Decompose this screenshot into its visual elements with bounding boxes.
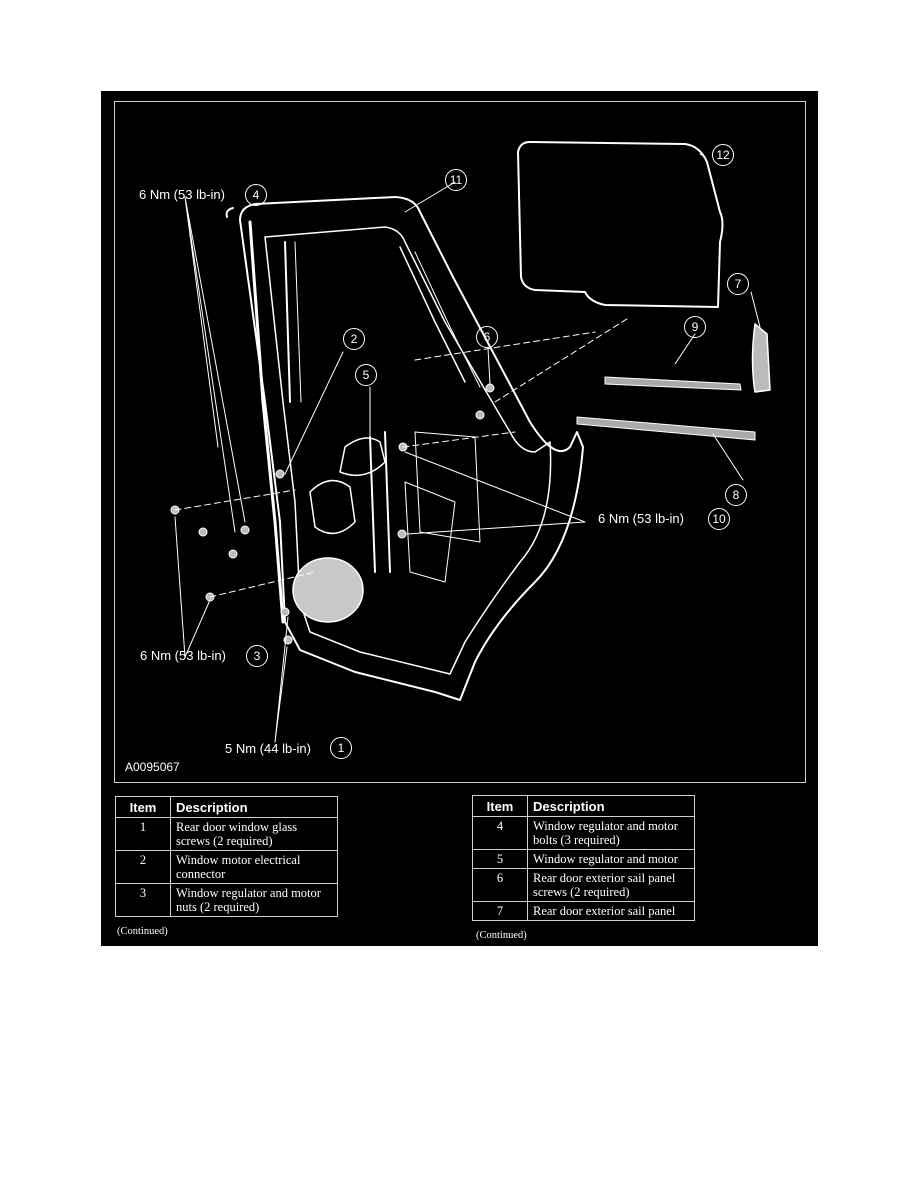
door-illustration [170,141,771,743]
fasteners [170,383,495,645]
row-description: Window regulator and motor nuts (2 requi… [170,883,338,917]
header-description: Description [170,796,338,818]
window-glass [517,141,724,308]
part-bubble-9: 9 [684,316,706,338]
callout-torque-10: 6 Nm (53 lb-in) [598,511,684,526]
header-description: Description [527,795,695,817]
row-item: 2 [115,850,171,884]
row-description: Window regulator and motor [527,849,695,869]
header-item: Item [115,796,171,818]
callout-torque-3: 6 Nm (53 lb-in) [140,648,226,663]
door-inner-frame [264,226,552,675]
row-item: 1 [115,817,171,851]
table-row: 3 Window regulator and motor nuts (2 req… [115,883,338,917]
table-row: 7 Rear door exterior sail panel [472,901,695,921]
part-bubble-8: 8 [725,484,747,506]
window-channel [284,241,291,403]
lower-moulding [576,416,756,441]
row-item: 5 [472,849,528,869]
exploded-view-diagram: 6 Nm (53 lb-in) 4 6 Nm (53 lb-in) 10 6 N… [114,101,806,783]
table-row: 5 Window regulator and motor [472,849,695,869]
header-item: Item [472,795,528,817]
continued-note-left: (Continued) [117,926,168,937]
row-description: Rear door window glass screws (2 require… [170,817,338,851]
callout-number-1: 1 [330,737,352,759]
regulator-rail [369,431,391,573]
row-item: 3 [115,883,171,917]
leader-lines [174,153,761,743]
row-description: Window regulator and motor bolts (3 requ… [527,816,695,850]
legend-table-right: Item Description 4 Window regulator and … [472,795,695,921]
part-bubble-12: 12 [712,144,734,166]
table-row: 1 Rear door window glass screws (2 requi… [115,817,338,851]
table-row: 6 Rear door exterior sail panel screws (… [472,868,695,902]
callout-number-4: 4 [245,184,267,206]
callout-torque-4: 6 Nm (53 lb-in) [139,187,225,202]
table-row: 4 Window regulator and motor bolts (3 re… [472,816,695,850]
row-description: Rear door exterior sail panel screws (2 … [527,868,695,902]
table-row: 2 Window motor electrical connector [115,850,338,884]
part-bubble-6: 6 [476,326,498,348]
part-bubble-11: 11 [445,169,467,191]
figure-panel: 6 Nm (53 lb-in) 4 6 Nm (53 lb-in) 10 6 N… [101,91,818,946]
sail-panel [751,323,771,393]
row-item: 6 [472,868,528,902]
callout-number-3: 3 [246,645,268,667]
regulator-motor [292,557,364,623]
belt-moulding [604,376,742,391]
row-description: Rear door exterior sail panel [527,901,695,921]
callout-number-10: 10 [708,508,730,530]
continued-note-right: (Continued) [476,930,527,941]
row-item: 4 [472,816,528,850]
door-weatherstrip [239,196,584,701]
part-bubble-2: 2 [343,328,365,350]
figure-id: A0095067 [125,760,180,774]
part-bubble-5: 5 [355,364,377,386]
callout-torque-1: 5 Nm (44 lb-in) [225,741,311,756]
legend-table-left: Item Description 1 Rear door window glas… [115,796,338,917]
row-item: 7 [472,901,528,921]
row-description: Window motor electrical connector [170,850,338,884]
part-bubble-7: 7 [727,273,749,295]
